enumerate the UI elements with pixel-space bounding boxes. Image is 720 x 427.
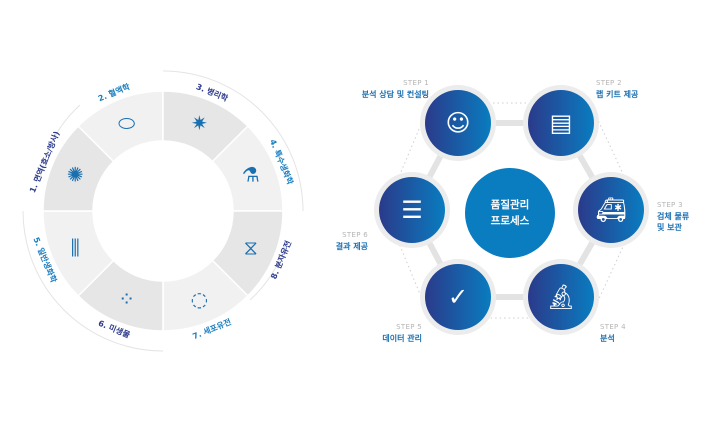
step-title: 랩 키트 제공 [596,90,639,99]
step-number: STEP 6 [342,231,368,239]
headset-consultant-icon: ☺ [445,109,470,137]
clipboard-icon: ☰ [401,196,423,224]
step-6-circle: ☰ [374,172,450,248]
center-title: 품질관리 프로세스 [470,197,550,229]
virus-icon: ✷ [191,111,208,135]
microscope-icon: 🔬︎ [546,283,576,311]
step-number: STEP 2 [596,79,622,87]
step-4-label: STEP 4 분석 [600,322,626,344]
step-3-label: STEP 3 검체 물류 및 보관 [657,200,689,233]
immune-cell-icon: ✺ [67,163,84,187]
step-title: 결과 제공 [335,242,368,251]
step-2-label: STEP 2 랩 키트 제공 [596,78,638,100]
step-number: STEP 1 [403,79,429,87]
step-6-label: STEP 6 결과 제공 [310,230,368,252]
step-5-label: STEP 5 데이터 관리 [360,322,422,344]
monitor-check-icon: ✓ [448,283,468,311]
wheel-segment: ⚗4. 특수생화학 [211,125,296,212]
step-number: STEP 3 [657,201,683,209]
step-title-line2: 및 보관 [657,223,682,232]
dna-icon: ⧖ [244,235,258,259]
step-title: 분석 [600,334,615,343]
test-tubes-icon: ⫼ [71,235,80,259]
cell-division-icon: ◌ [191,287,208,311]
center-circle [465,168,555,258]
step-4-circle: 🔬︎ [523,259,599,335]
ambulance-truck-icon: 🚑︎ [596,196,626,224]
center-title-line2: 프로세스 [490,215,530,227]
step-number: STEP 5 [396,323,422,331]
sample-jar-icon: ▤ [550,109,573,137]
step-title: 데이터 관리 [382,334,422,343]
step-1-label: STEP 1 분석 상담 및 컨설팅 [355,78,429,100]
step-3-circle: 🚑︎ [573,172,649,248]
bacteria-icon: ⁘ [118,287,135,311]
wheel-segment: ◌7. 세포유전 [162,259,249,341]
flask-icon: ⚗ [242,163,260,187]
step-title: 검체 물류 [657,212,690,221]
step-number: STEP 4 [600,323,626,331]
center-title-line1: 품질관리 [490,199,530,211]
step-5-circle: ✓ [420,259,496,335]
outer-arc [22,210,164,352]
specialty-wheel: ⬭2. 혈액학✷3. 병리학⚗4. 특수생화학⧖8. 분자유전◌7. 세포유전⁘… [22,70,304,352]
wheel-segment: ✺1. 면역(효소/방사) [27,125,115,212]
red-blood-cell-icon: ⬭ [118,111,135,135]
step-2-circle: ▤ [523,85,599,161]
step-title: 분석 상담 및 컨설팅 [361,90,429,99]
outer-arc [162,70,304,212]
step-1-circle: ☺ [420,85,496,161]
